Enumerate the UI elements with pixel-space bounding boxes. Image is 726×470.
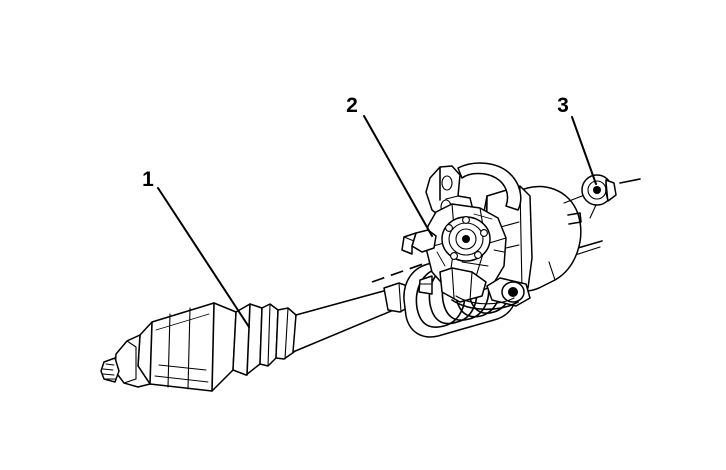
- bearing-cap-arch: [457, 162, 522, 211]
- abs-sensor-boss: [486, 277, 531, 307]
- inner-cv-joint: [100, 302, 297, 392]
- callout-1-leader: [157, 187, 250, 328]
- callout-2-number: 2: [346, 94, 358, 117]
- callout-3-leader: [571, 116, 597, 185]
- callout-3: 3: [557, 94, 597, 185]
- callout-2-leader: [363, 115, 433, 237]
- knuckle-steering-arm: [401, 229, 437, 255]
- knuckle-detail-lines: [436, 213, 505, 267]
- callout-1-number: 1: [142, 168, 154, 191]
- steering-knuckle-assembly: [401, 162, 582, 311]
- caliper-bracket-lower: [451, 295, 519, 311]
- callout-3-number: 3: [557, 94, 569, 117]
- lower-ball-joint-flange: [418, 267, 487, 303]
- wheel-hub-bearing: [441, 216, 491, 262]
- callout-2: 2: [346, 94, 433, 237]
- callout-1: 1: [142, 168, 250, 328]
- hub-retaining-nut: [563, 174, 641, 219]
